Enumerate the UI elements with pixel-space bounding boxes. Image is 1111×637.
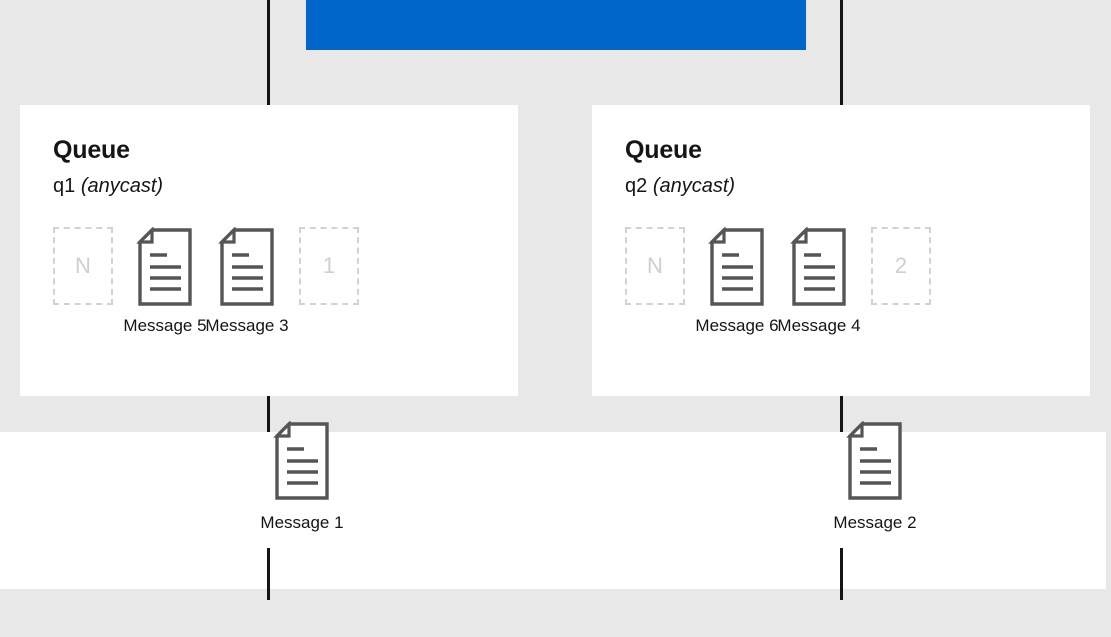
queue-title-q2: Queue <box>625 136 702 164</box>
consumer-box-right <box>592 600 1090 637</box>
connector-q2-to-message-2 <box>840 396 843 432</box>
queue-slot-message-3[interactable]: Message 3 <box>205 227 289 337</box>
message-caption: Message 3 <box>205 316 289 335</box>
placeholder-label: N <box>75 253 91 278</box>
connector-broker-to-q2 <box>840 0 843 105</box>
placeholder-box: 2 <box>871 227 931 305</box>
placeholder-label: 2 <box>894 253 908 278</box>
queue-slots-q2: N Message 6 <box>625 227 931 337</box>
message-caption: Message 4 <box>777 316 861 335</box>
connector-message-2-to-consumer-2 <box>840 548 843 600</box>
in-flight-message-2[interactable]: Message 2 <box>805 421 945 534</box>
queue-slot-message-4[interactable]: Message 4 <box>777 227 861 337</box>
queue-name-q1: q1 <box>53 175 76 197</box>
connector-broker-to-q1 <box>267 0 270 105</box>
consumer-box-left <box>20 600 518 637</box>
queue-slot-message-6[interactable]: Message 6 <box>695 227 779 337</box>
document-icon <box>708 227 764 306</box>
queue-slot-placeholder-n-q1: N <box>53 227 113 305</box>
in-flight-message-1[interactable]: Message 1 <box>232 421 372 534</box>
document-icon <box>273 421 329 500</box>
queue-slot-message-5[interactable]: Message 5 <box>123 227 207 337</box>
queue-title-q1: Queue <box>53 136 130 164</box>
queue-subtitle-q2: q2 (anycast) <box>625 175 735 198</box>
message-caption: Message 6 <box>695 316 779 335</box>
message-caption: Message 5 <box>123 316 207 335</box>
queue-subtitle-q1: q1 (anycast) <box>53 175 163 198</box>
queue-slots-q1: N Message 5 <box>53 227 359 337</box>
queue-slot-placeholder-2-q2: 2 <box>871 227 931 305</box>
consumer-lane-band <box>0 432 1106 589</box>
placeholder-box: N <box>53 227 113 305</box>
connector-message-1-to-consumer-1 <box>267 548 270 600</box>
queue-routing-type-q2: (anycast) <box>652 175 736 197</box>
queue-slot-placeholder-1-q1: 1 <box>299 227 359 305</box>
placeholder-label: N <box>647 253 663 278</box>
queue-routing-type-q1: (anycast) <box>80 175 164 197</box>
document-icon <box>790 227 846 306</box>
queue-slot-placeholder-n-q2: N <box>625 227 685 305</box>
broker-bar <box>306 0 806 50</box>
document-icon <box>218 227 274 306</box>
placeholder-box: 1 <box>299 227 359 305</box>
document-icon <box>846 421 902 500</box>
message-caption: Message 1 <box>260 513 344 532</box>
placeholder-box: N <box>625 227 685 305</box>
queue-name-q2: q2 <box>625 175 648 197</box>
connector-q1-to-message-1 <box>267 396 270 432</box>
placeholder-label: 1 <box>322 253 336 278</box>
queue-panel-q2: Queue q2 (anycast) N Message 6 <box>592 105 1090 396</box>
document-icon <box>136 227 192 306</box>
message-caption: Message 2 <box>833 513 917 532</box>
queue-panel-q1: Queue q1 (anycast) N Message 5 <box>20 105 518 396</box>
